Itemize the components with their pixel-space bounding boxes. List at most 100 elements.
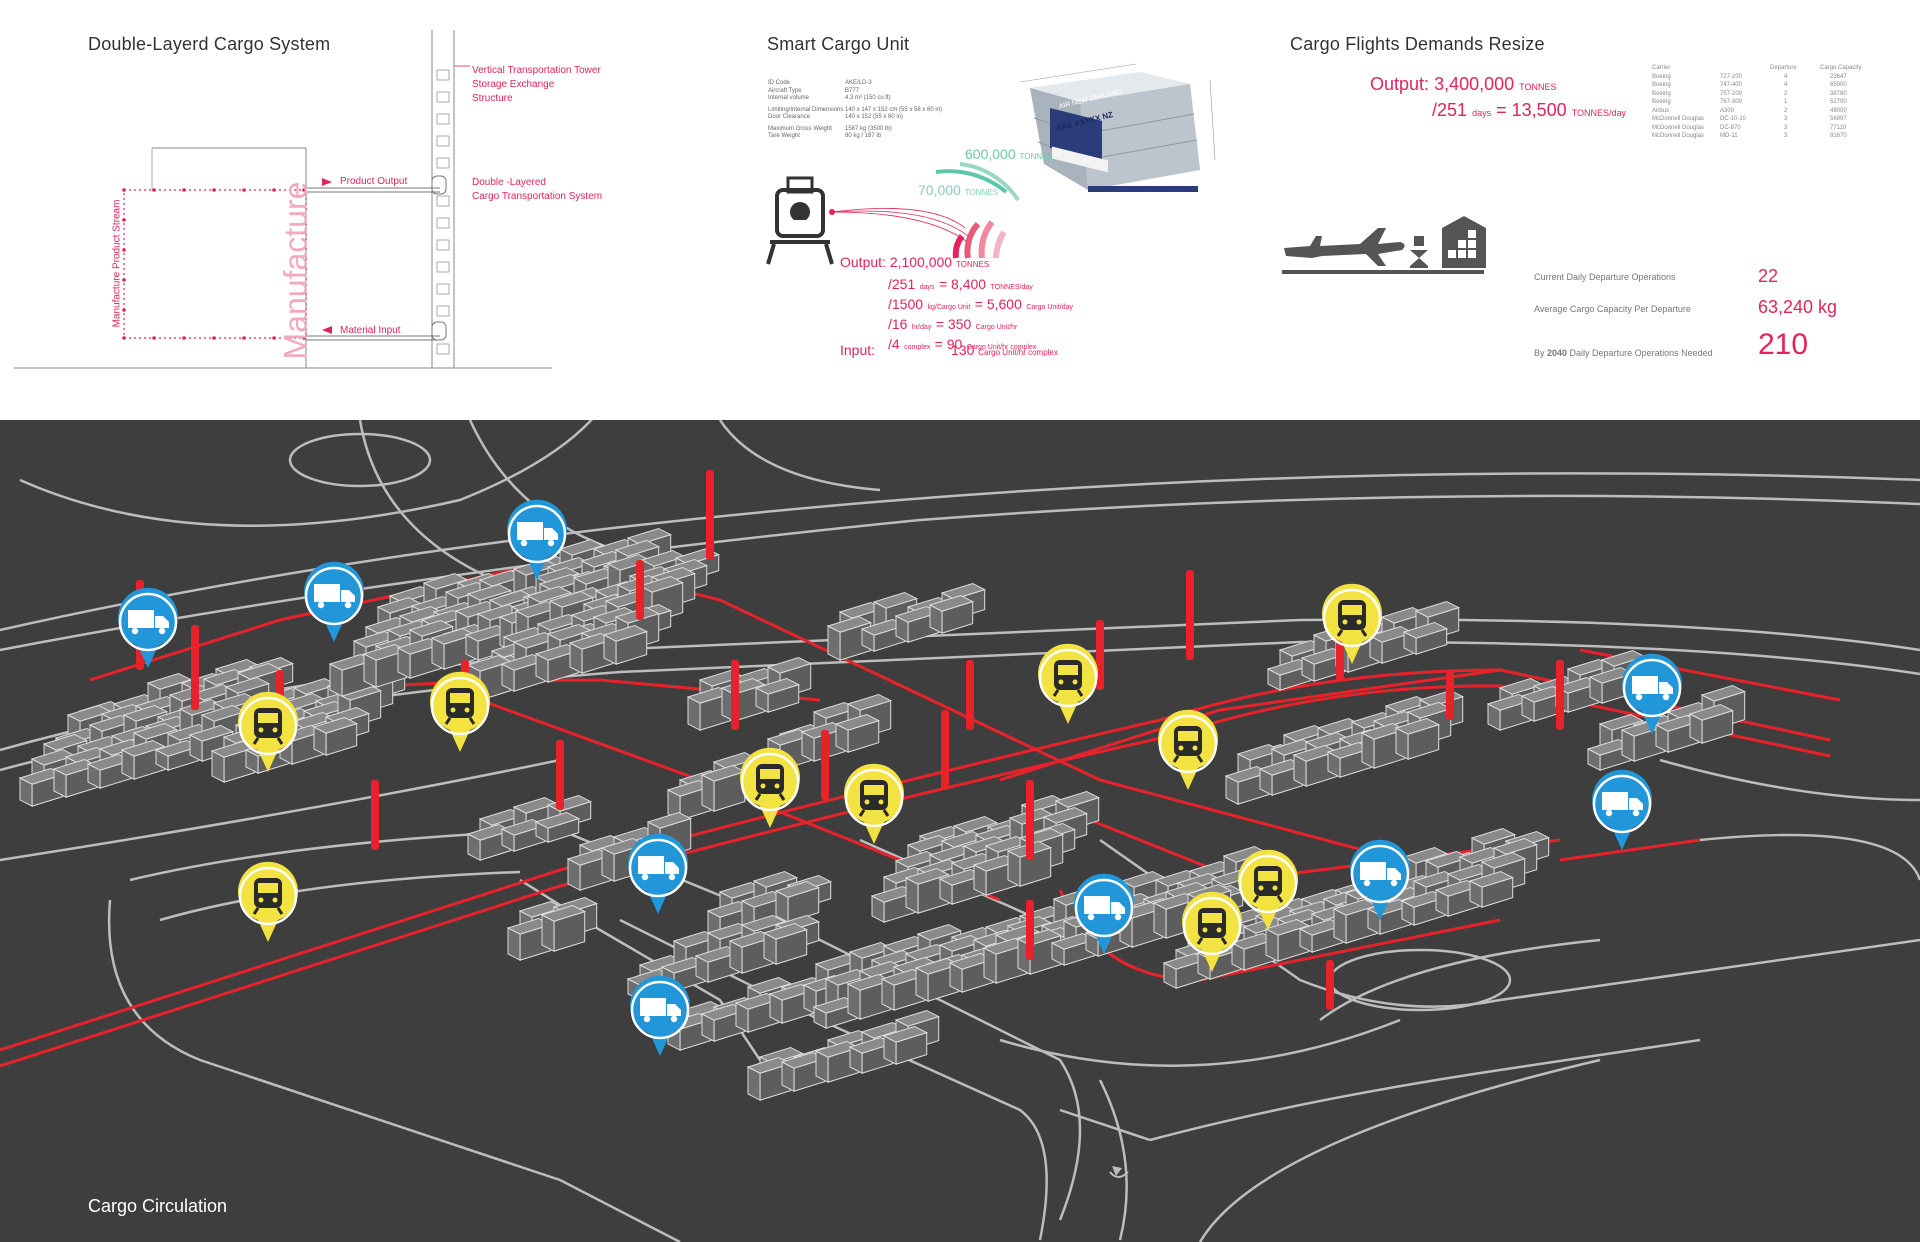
stat-label-2040: By 2040 Daily Departure Operations Neede… xyxy=(1534,348,1713,358)
building-block xyxy=(762,922,809,965)
rail-pillar xyxy=(1026,780,1034,860)
double-layer-label: Double -Layered Cargo Transportation Sys… xyxy=(472,177,603,202)
rail-pillar xyxy=(966,660,974,730)
truck-icon xyxy=(1084,896,1125,922)
building-block xyxy=(774,880,821,923)
spec-labels: ID Code Aircraft Type Internal volume Li… xyxy=(768,80,844,139)
input-line: Input:130 Cargo Unit/hr complex xyxy=(840,342,1058,358)
train-icon xyxy=(1196,908,1228,945)
truck-marker[interactable] xyxy=(1349,839,1410,920)
truck-icon xyxy=(1360,862,1401,888)
section3-title: Cargo Flights Demands Resize xyxy=(1290,34,1545,54)
rail-pillar xyxy=(1026,900,1034,960)
rail-pillars xyxy=(136,470,1564,1010)
rail-pillar xyxy=(1326,960,1334,1010)
building-block xyxy=(210,740,257,783)
building-block xyxy=(700,764,747,812)
rail-pillar xyxy=(191,625,199,710)
truck-marker[interactable] xyxy=(630,975,690,1056)
roundabout xyxy=(1109,1171,1129,1178)
map-title: Cargo Circulation xyxy=(88,1196,228,1216)
train-icon xyxy=(1252,866,1284,903)
truck-marker[interactable] xyxy=(1074,873,1135,954)
map-canvas xyxy=(0,420,1920,1242)
rail-pillar xyxy=(636,560,644,620)
truck-marker[interactable] xyxy=(118,587,178,668)
tower-label: Vertical Transportation Tower Storage Ex… xyxy=(472,65,601,104)
rail-pillar xyxy=(371,780,379,850)
product-output-label: Product Output xyxy=(340,176,408,187)
airplane-icon xyxy=(1284,228,1405,266)
stat-label-average: Average Cargo Capacity Per Departure xyxy=(1534,304,1691,314)
cargo-box-icon xyxy=(1414,236,1424,246)
train-marker[interactable] xyxy=(238,691,299,772)
train-icon xyxy=(252,708,284,745)
train-marker[interactable] xyxy=(1038,643,1098,724)
train-marker[interactable] xyxy=(1322,583,1383,664)
rail-pillar xyxy=(706,470,714,560)
building-block xyxy=(882,1025,929,1065)
truck-icon xyxy=(638,856,679,882)
manufacture-label: Manufacture xyxy=(277,181,314,360)
spec-values: AKE/LD-3 B777 4.3 m³ (150 cu.ft) 140 x 1… xyxy=(845,80,943,139)
flight-cargo-icons xyxy=(1282,216,1486,274)
cargo-flow-graphic xyxy=(766,162,1020,265)
building-block xyxy=(754,677,801,713)
output-line: Output: 2,100,000 TONNES xyxy=(840,254,990,270)
tonnes-600k: 600,000 TONNES xyxy=(965,146,1053,162)
train-icon xyxy=(444,688,476,725)
truck-icon xyxy=(640,998,681,1024)
truck-marker[interactable] xyxy=(303,561,364,642)
flights-output: Output: 3,400,000 TONNES xyxy=(1370,74,1557,94)
building-block xyxy=(834,713,881,753)
section2-title: Smart Cargo Unit xyxy=(767,34,910,54)
stat-value-2040: 210 xyxy=(1758,328,1809,361)
building-block xyxy=(894,605,941,643)
cargo-container-illustration xyxy=(1019,63,1216,192)
train-marker[interactable] xyxy=(844,763,904,844)
building-block xyxy=(312,716,359,756)
rail-pillar xyxy=(941,710,949,790)
building-block xyxy=(1368,625,1415,664)
building-block xyxy=(1468,870,1515,908)
train-marker[interactable] xyxy=(238,861,299,942)
building-block xyxy=(534,811,581,843)
train-marker[interactable] xyxy=(1158,709,1219,790)
calc-lines: /251 days = 8,400 TONNES/day /1500 kg/Ca… xyxy=(888,276,1074,352)
train-marker[interactable] xyxy=(1238,849,1298,930)
truck-icon xyxy=(1602,792,1643,818)
train-icon xyxy=(754,764,786,801)
truck-marker[interactable] xyxy=(507,499,568,580)
truck-icon xyxy=(517,522,558,548)
train-icon xyxy=(1336,600,1368,637)
cargo-circulation-map: Cargo Circulation xyxy=(0,420,1920,1242)
building-block xyxy=(540,904,587,952)
building-block xyxy=(1298,918,1345,953)
truck-marker[interactable] xyxy=(1622,653,1682,734)
table-header: Carrier Departure Cargo Capacity xyxy=(1652,65,1862,71)
building-block xyxy=(848,1036,895,1074)
train-icon xyxy=(1052,660,1084,697)
building-block xyxy=(928,594,975,634)
truck-icon xyxy=(314,584,355,610)
truck-marker[interactable] xyxy=(628,833,688,914)
building-block xyxy=(1688,703,1735,744)
road-network xyxy=(0,420,1920,1242)
train-marker[interactable] xyxy=(1182,891,1242,972)
train-marker[interactable] xyxy=(430,671,490,752)
warehouse-icon xyxy=(1442,216,1486,268)
truck-marker[interactable] xyxy=(1592,769,1652,850)
top-panel: Double-Layerd Cargo System Ve xyxy=(0,0,1920,420)
truck-icon xyxy=(1632,676,1673,702)
building-block xyxy=(1162,952,1209,989)
train-marker[interactable] xyxy=(740,747,800,828)
rail-pillar xyxy=(1096,620,1104,690)
transport-markers xyxy=(118,499,1682,1056)
section1-title: Double-Layerd Cargo System xyxy=(88,34,331,54)
building-block xyxy=(602,624,649,665)
